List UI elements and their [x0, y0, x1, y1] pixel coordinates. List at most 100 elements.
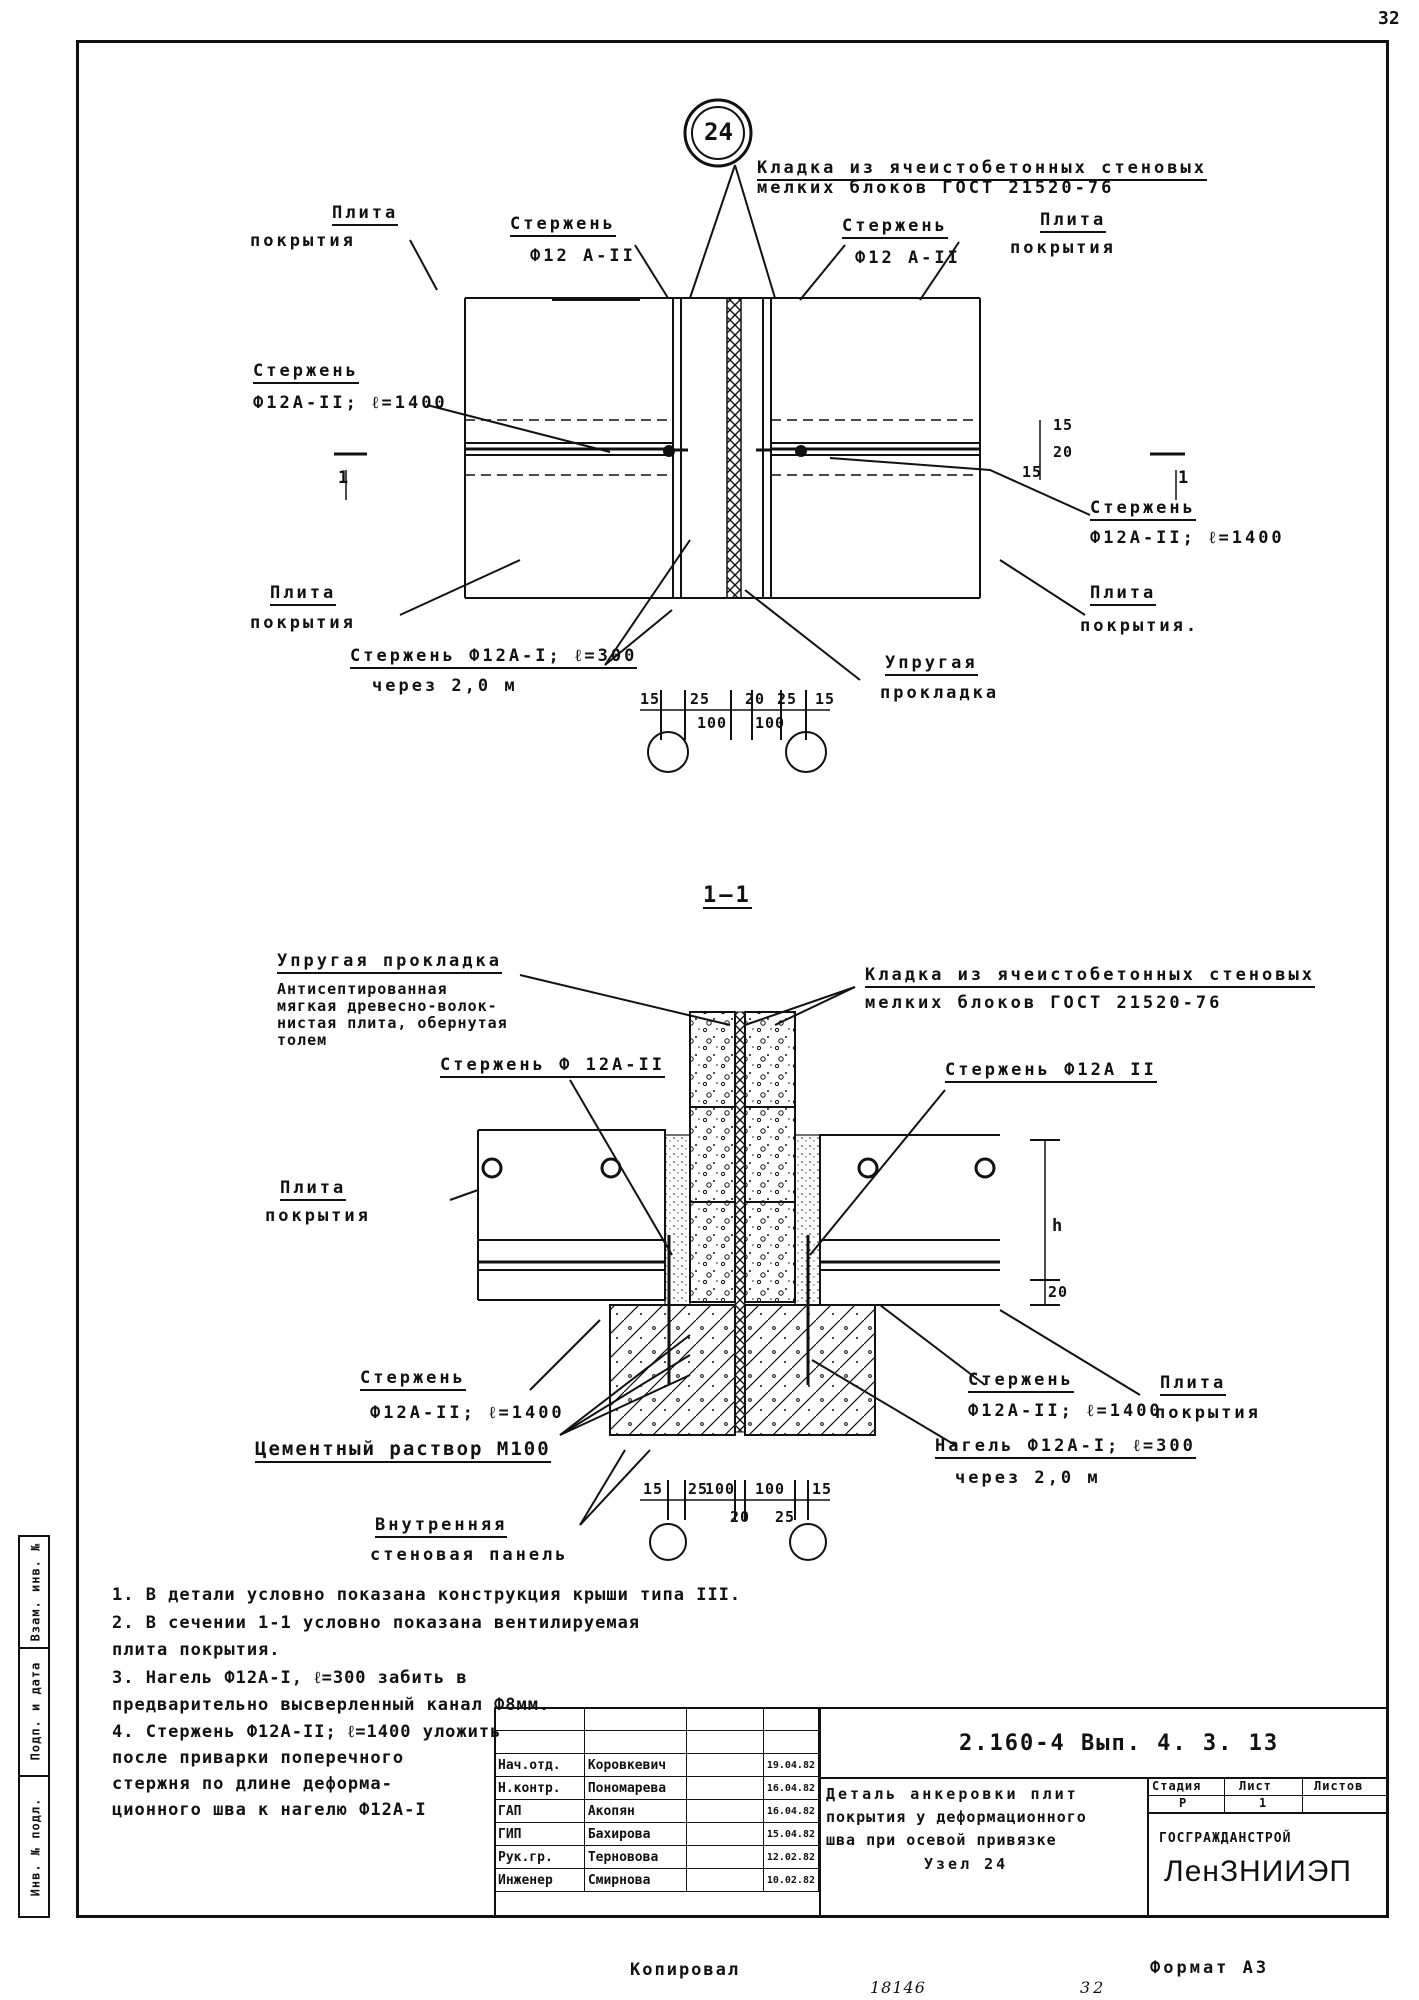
- section-slab-left: Плита: [280, 1180, 347, 1201]
- plan-dim-25a: 25: [690, 690, 711, 708]
- plan-dim-100b: 100: [755, 714, 786, 732]
- sheet-value: 1: [1259, 1796, 1270, 1810]
- plan-slab-br: Плита: [1090, 585, 1157, 606]
- plan-rod-bottom: Стержень Ф12А-I; ℓ=300: [350, 648, 638, 669]
- doc-title-2: покрытия у деформационного: [826, 1808, 1087, 1826]
- note-1: 1. В детали условно показана конструкция…: [112, 1585, 742, 1605]
- plan-slab-bl-2: покрытия: [250, 613, 356, 633]
- plan-masonry-label: Кладка из ячеистобетонных стеновых: [757, 160, 1207, 181]
- section-slab-left-2: покрытия: [265, 1206, 371, 1226]
- plan-dim-15b: 15: [815, 690, 836, 708]
- doc-title-1: Деталь анкеровки плит: [826, 1785, 1079, 1803]
- org-line-2: ЛенЗНИИЭП: [1164, 1855, 1352, 1888]
- note-4: 4. Стержень Ф12А-II; ℓ=1400 уложить: [112, 1722, 502, 1742]
- section-rod-right: Стержень Ф12А II: [945, 1062, 1157, 1083]
- section-rod-br: Стержень: [968, 1372, 1074, 1393]
- plan-masonry-label-2: мелких блоков ГОСТ 21520-76: [757, 178, 1115, 198]
- note-3b: предварительно высверленный канал Ф8мм.: [112, 1695, 551, 1715]
- note-4b: после приварки поперечного: [112, 1748, 405, 1768]
- plan-slab-tr-2: покрытия: [1010, 238, 1116, 258]
- plan-slab-br-2: покрытия.: [1080, 616, 1200, 636]
- note-4d: ционного шва к нагелю Ф12А-I: [112, 1800, 427, 1820]
- plan-slab-bl: Плита: [270, 585, 337, 606]
- note-2: 2. В сечении 1-1 условно показана вентил…: [112, 1613, 641, 1633]
- plan-rod-tr: Стержень: [842, 218, 948, 239]
- section-pad-desc-2: мягкая древесно-волок-: [277, 997, 498, 1015]
- section-dim-25a: 25: [688, 1480, 709, 1498]
- section-dim-100a: 100: [705, 1480, 736, 1498]
- plan-slab-tl: Плита: [332, 205, 399, 226]
- drawing-frame: [76, 40, 1389, 1918]
- plan-dim-20: 20: [745, 690, 766, 708]
- plan-rod-r-2: Ф12А-II; ℓ=1400: [1090, 528, 1285, 548]
- node-number: 24: [704, 118, 733, 146]
- section-dim-15a: 15: [643, 1480, 664, 1498]
- section-dim-h: h: [1052, 1216, 1066, 1236]
- section-title: 1—1: [703, 883, 752, 909]
- plan-slab-tr: Плита: [1040, 212, 1107, 233]
- plan-rod-l-2: Ф12А-II; ℓ=1400: [253, 393, 448, 413]
- doc-title-4: Узел 24: [924, 1855, 1009, 1873]
- section-rod-bl-2: Ф12А-II; ℓ=1400: [370, 1403, 565, 1423]
- section-dim-15b: 15: [812, 1480, 833, 1498]
- plan-rod-tl: Стержень: [510, 216, 616, 237]
- plan-dim-v15a: 15: [1053, 416, 1074, 434]
- doc-code: 2.160-4 Вып. 4. 3. 13: [959, 1731, 1280, 1756]
- plan-rod-bottom-2: через 2,0 м: [372, 676, 518, 696]
- section-dim-20: 20: [1048, 1283, 1069, 1301]
- section-rod-left: Стержень Ф 12А-II: [440, 1057, 665, 1078]
- plan-rod-r: Стержень: [1090, 500, 1196, 521]
- side-stamp-sign: Подп. и дата: [28, 1661, 43, 1761]
- plan-rod-l: Стержень: [253, 363, 359, 384]
- plan-dim-100a: 100: [697, 714, 728, 732]
- section-pad-title: Упругая прокладка: [277, 953, 502, 974]
- section-dowel-2: через 2,0 м: [955, 1468, 1101, 1488]
- side-stamp-inventory: Инв. № подл.: [28, 1797, 43, 1896]
- footer-format: Формат А3: [1150, 1958, 1270, 1978]
- section-dim-100b: 100: [755, 1480, 786, 1498]
- section-rod-br-2: Ф12А-II; ℓ=1400: [968, 1401, 1163, 1421]
- section-mortar: Цементный раствор М100: [255, 1440, 551, 1463]
- plan-pad: Упругая: [885, 655, 978, 676]
- section-dowel: Нагель Ф12А-I; ℓ=300: [935, 1438, 1196, 1459]
- section-pad-desc-4: толем: [277, 1031, 328, 1049]
- plan-dim-v20: 20: [1053, 443, 1074, 461]
- stage-value: Р: [1179, 1796, 1190, 1810]
- stage-header: Стадия: [1152, 1779, 1202, 1793]
- section-masonry-label: Кладка из ячеистобетонных стеновых: [865, 967, 1315, 988]
- side-stamp: Взам. инв. № Подп. и дата Инв. № подл.: [18, 1535, 50, 1918]
- sheets-header: Листов: [1314, 1779, 1364, 1793]
- plan-dim-15a: 15: [640, 690, 661, 708]
- footer-copied: Копировал: [630, 1960, 741, 1980]
- section-mark-left: 1: [338, 468, 352, 488]
- plan-dim-25b: 25: [777, 690, 798, 708]
- org-line-1: ГОСГРАЖДАНСТРОЙ: [1159, 1831, 1292, 1846]
- section-masonry-label-2: мелких блоков ГОСТ 21520-76: [865, 993, 1223, 1013]
- sheet-header: Лист: [1239, 1779, 1272, 1793]
- section-panel: Внутренняя: [375, 1517, 508, 1538]
- note-2b: плита покрытия.: [112, 1640, 281, 1660]
- side-stamp-substitute: Взам. инв. №: [28, 1542, 43, 1642]
- section-slab-right-2: покрытия: [1155, 1403, 1261, 1423]
- section-dim-20: 20: [730, 1508, 751, 1526]
- section-mark-right: 1: [1178, 468, 1192, 488]
- plan-rod-tr-2: Ф12 А-II: [855, 248, 961, 268]
- footer-hand-number: 18146: [870, 1978, 926, 1997]
- page-number: 32: [1378, 8, 1400, 29]
- plan-dim-v15b: 15: [1022, 463, 1043, 481]
- section-pad-desc-1: Антисептированная: [277, 980, 448, 998]
- doc-title-3: шва при осевой привязке: [826, 1831, 1057, 1849]
- section-slab-right: Плита: [1160, 1375, 1227, 1396]
- plan-rod-tl-2: Ф12 А-II: [530, 246, 636, 266]
- footer-hand-number-2: 32: [1080, 1978, 1107, 1997]
- note-4c: стержня по длине деформа-: [112, 1774, 393, 1794]
